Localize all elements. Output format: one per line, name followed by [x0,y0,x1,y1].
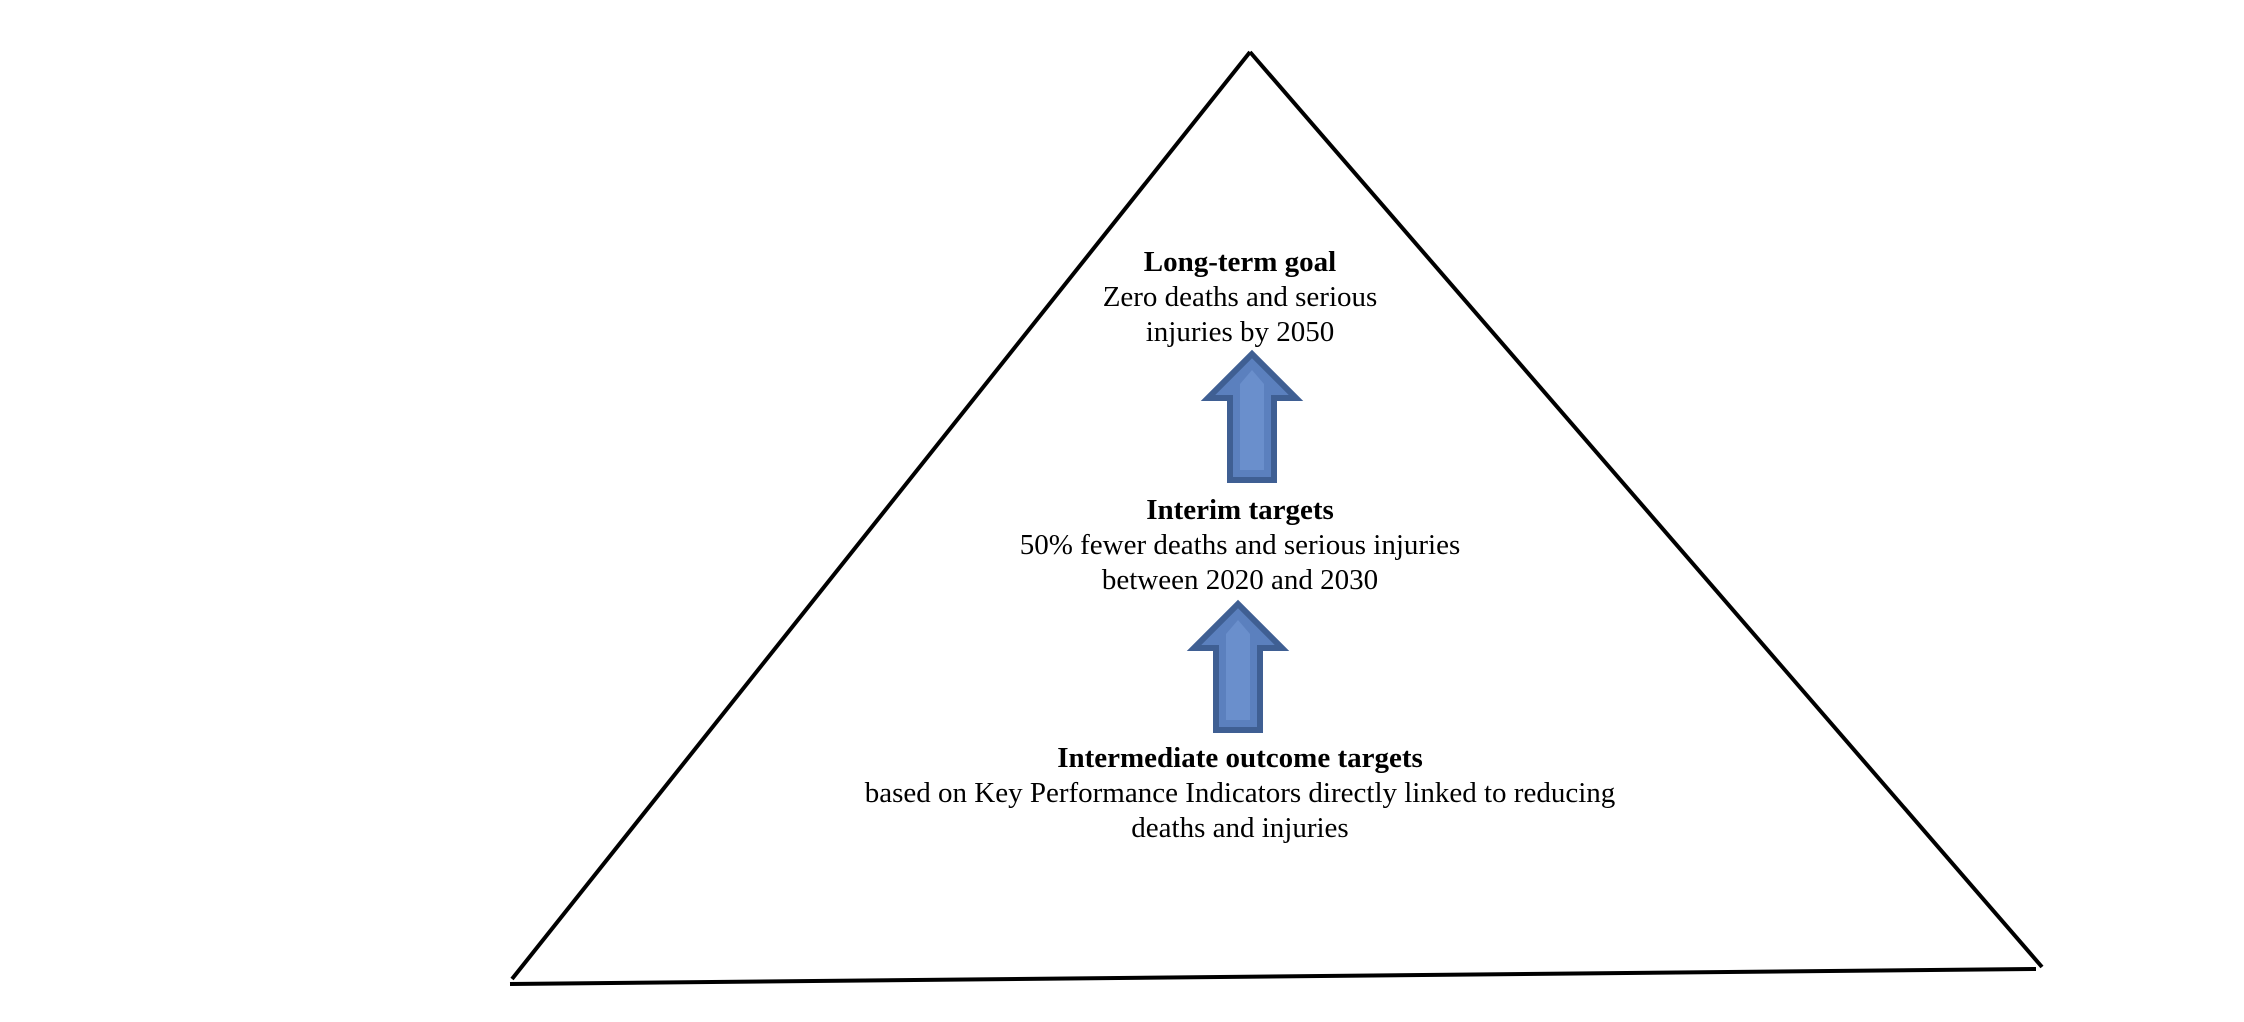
tier-description-line: 50% fewer deaths and serious injuries [1019,529,1461,561]
tier-description-line: between 2020 and 2030 [1101,564,1379,596]
tier-heading: Intermediate outcome targets [1057,742,1423,774]
tier-description-line: Zero deaths and serious [1102,281,1378,313]
tier-long-term-goal: Long-term goal Zero deaths and serious i… [1000,245,1480,350]
tier-heading: Long-term goal [1143,246,1337,278]
tier-description-line: injuries by 2050 [1145,316,1335,348]
tier-intermediate-outcome-targets: Intermediate outcome targets based on Ke… [790,741,1690,846]
tier-description-line: deaths and injuries [1131,812,1349,844]
tier-interim-targets: Interim targets 50% fewer deaths and ser… [940,493,1540,598]
pyramid-base [509,967,2037,986]
pyramid-left-edge [510,50,1252,981]
up-arrow-icon [1200,349,1304,483]
tier-heading: Interim targets [1146,494,1334,526]
up-arrow-icon [1186,599,1290,733]
tier-description-line: based on Key Performance Indicators dire… [864,777,1616,809]
pyramid-right-edge [1248,50,2044,969]
